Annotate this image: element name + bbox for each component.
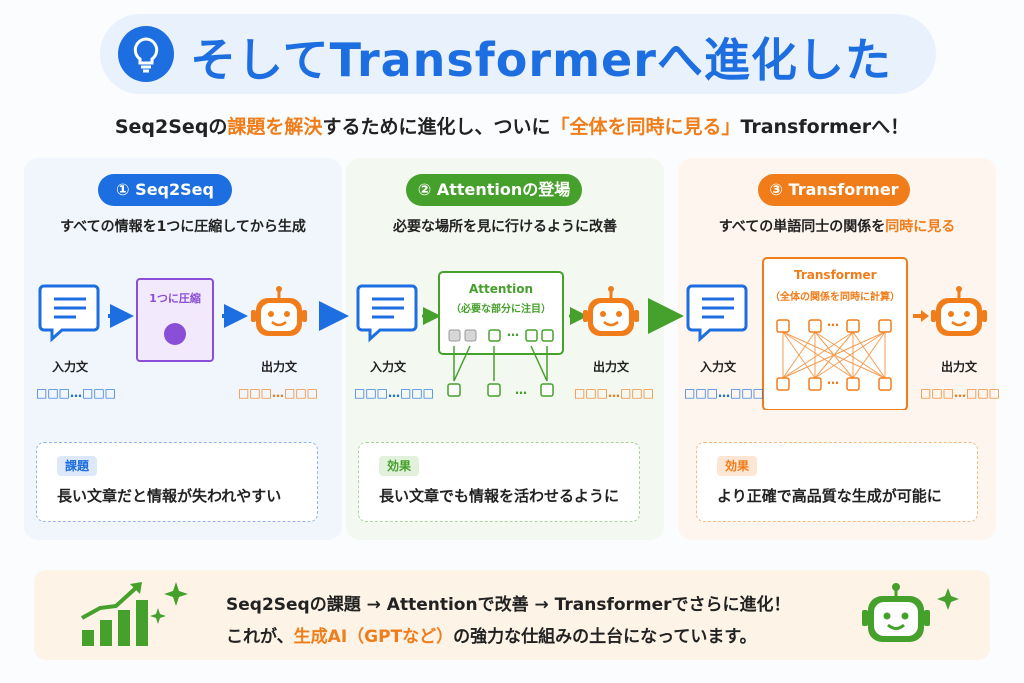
document-icon: [38, 284, 100, 343]
effect-card: 効果 長い文章でも情報を活わせるように: [358, 442, 640, 522]
document-icon: [686, 284, 748, 343]
input-label: 入力文: [699, 360, 736, 374]
output-tokens: □□□…□□□: [919, 386, 1001, 400]
sparkle-icon: [150, 608, 166, 624]
card-text: 長い文章でも情報を活わせるように: [379, 487, 620, 505]
ellipsis: …: [515, 383, 527, 397]
card-text: 長い文章だと情報が失われやすい: [57, 487, 282, 505]
output-label: 出力文: [260, 360, 297, 374]
sparkle-icon: [164, 582, 188, 606]
ellipsis: …: [827, 373, 839, 387]
robot-icon: [251, 286, 307, 336]
summary-banner: [34, 570, 990, 660]
input-label: 入力文: [51, 360, 88, 374]
subtitle: Seq2Seqの課題を解決するために進化し、ついに「全体を同時に見る」Trans…: [114, 116, 910, 138]
robot-icon: [931, 286, 987, 336]
input-tokens: □□□…□□□: [35, 386, 117, 400]
ellipsis: …: [507, 325, 519, 339]
transformer-box-title: Transformer: [794, 268, 877, 282]
flow-diagram: [38, 257, 987, 410]
robot-icon: [862, 583, 959, 642]
card-tag: 課題: [57, 456, 98, 476]
input-label: 入力文: [369, 360, 406, 374]
output-tokens: □□□…□□□: [237, 386, 319, 400]
input-tokens: □□□…□□□: [683, 386, 765, 400]
issue-card: 課題 長い文章だと情報が失われやすい: [36, 442, 318, 522]
panel-description: すべての単語同士の関係を同時に見る: [718, 219, 956, 235]
sparkle-icon: [937, 588, 959, 610]
compressed-vector: [164, 323, 186, 345]
document-icon: [356, 284, 418, 343]
input-tokens: □□□…□□□: [353, 386, 435, 400]
summary-line-1: Seq2Seqの課題 → Attentionで改善 → Transformerで…: [226, 595, 791, 615]
card-text: より正確で高品質な生成が可能に: [717, 487, 942, 505]
badge-seq2seq: ① Seq2Seq: [98, 174, 232, 206]
robot-icon: [583, 286, 639, 336]
title-banner: [100, 14, 936, 94]
attention-box-title: Attention: [468, 282, 534, 296]
lightbulb-icon: [118, 26, 174, 82]
panel-description: 必要な場所を見に行けるように改善: [393, 219, 617, 235]
compression-label: 1つに圧縮: [149, 292, 201, 305]
panel-description: すべての情報を1つに圧縮してから生成: [60, 219, 306, 235]
card-tag: 効果: [379, 456, 420, 476]
effect-card: 効果 より正確で高品質な生成が可能に: [696, 442, 978, 522]
transformer-box-subtitle: （全体の関係を同時に計算）: [770, 292, 900, 303]
output-label: 出力文: [940, 360, 977, 374]
summary-line-2: これが、生成AI（GPTなど）の強力な仕組みの土台になっています。: [226, 627, 757, 647]
badge-attention: ② Attentionの登場: [406, 174, 582, 206]
growth-chart-icon: [81, 582, 188, 646]
output-tokens: □□□…□□□: [573, 386, 655, 400]
output-label: 出力文: [592, 360, 629, 374]
attention-box-subtitle: （必要な部分に注目）: [451, 304, 551, 315]
page-title: そしてTransformerへ進化した: [190, 33, 892, 87]
ellipsis: …: [827, 315, 839, 329]
card-tag: 効果: [717, 456, 758, 476]
compression-box: [136, 278, 214, 362]
badge-transformer: ③ Transformer: [758, 174, 910, 206]
